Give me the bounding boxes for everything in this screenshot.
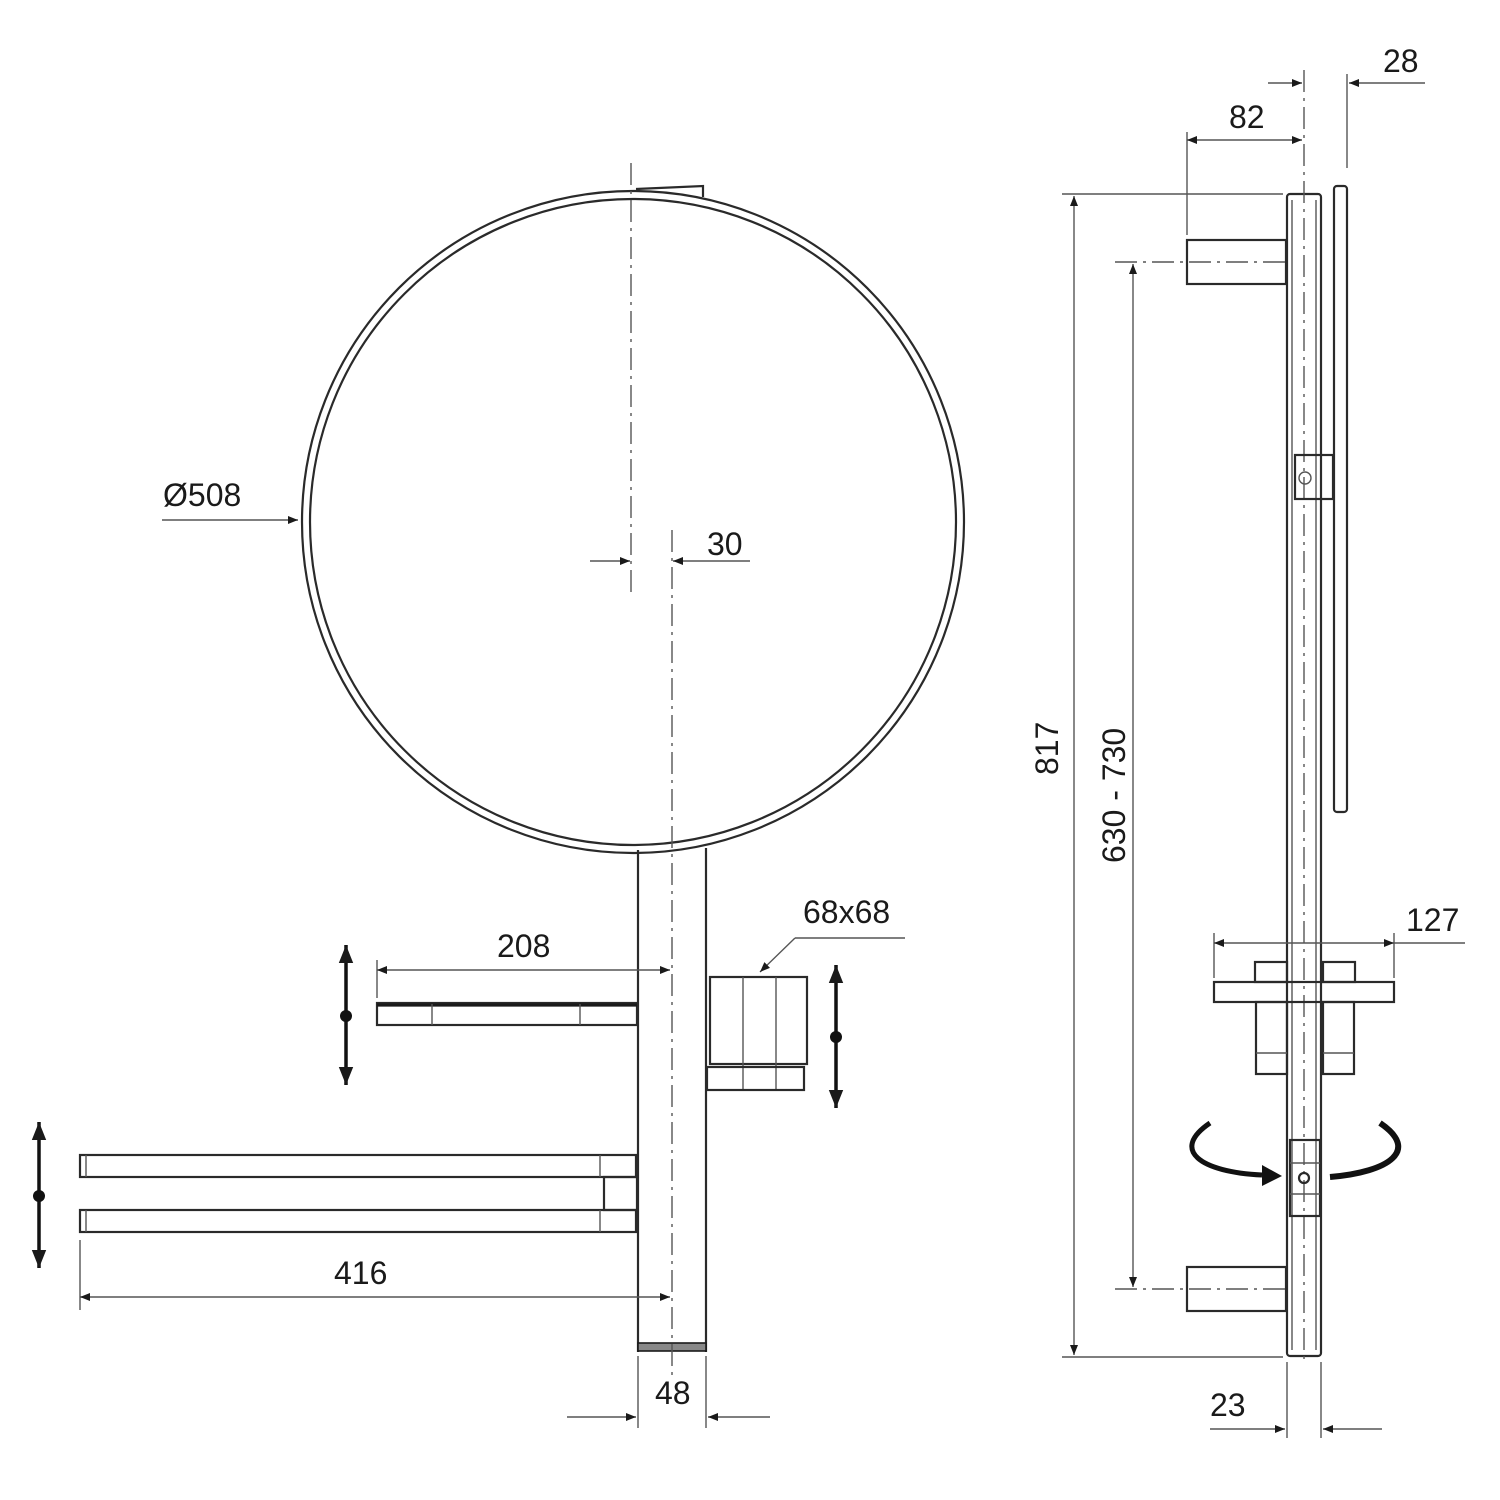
front-view: Ø508 30 208 — [31, 163, 966, 1428]
label-column-depth: 23 — [1210, 1387, 1246, 1423]
tumbler-adjust-arrow-icon — [828, 965, 844, 1108]
mirror-clamp — [1293, 453, 1335, 501]
round-mirror — [300, 184, 966, 855]
label-tumbler-size: 68x68 — [803, 894, 890, 930]
dim-mirror-offset: 30 — [590, 526, 750, 565]
bottom-wall-bracket — [1115, 1265, 1288, 1313]
dim-column-depth: 23 — [1210, 1362, 1382, 1438]
swivel-joint — [1288, 1138, 1322, 1218]
label-towel-rail-length: 416 — [334, 1255, 387, 1291]
label-total-height: 817 — [1029, 722, 1065, 775]
label-bracket-depth: 82 — [1229, 99, 1265, 135]
label-mirror-diameter: Ø508 — [163, 477, 241, 513]
label-mounting-range: 630 - 730 — [1096, 728, 1132, 863]
label-mirror-offset: 30 — [707, 526, 743, 562]
tumbler-holder — [705, 975, 809, 1092]
side-shelf — [1212, 960, 1396, 1076]
top-wall-bracket — [1115, 238, 1288, 286]
label-mirror-depth-offset: 28 — [1383, 43, 1419, 79]
dim-mirror-diameter: Ø508 — [162, 477, 298, 524]
dim-column-width: 48 — [567, 1356, 770, 1428]
shelf — [375, 1001, 639, 1027]
side-mirror — [1332, 184, 1349, 814]
dim-shelf-depth: 127 — [1213, 902, 1465, 978]
label-column-width: 48 — [655, 1375, 691, 1411]
dim-mirror-depth-offset: 28 — [1268, 43, 1425, 168]
rotation-arrows-icon — [1189, 1120, 1402, 1186]
dim-total-height: 817 — [1029, 193, 1283, 1358]
label-shelf-depth: 127 — [1406, 902, 1459, 938]
dim-towel-rail-length: 416 — [79, 1240, 670, 1310]
dim-mounting-range: 630 - 730 — [1096, 264, 1137, 1287]
shelf-adjust-arrow-icon — [338, 945, 354, 1085]
dim-shelf-length: 208 — [376, 928, 670, 998]
towel-rails — [78, 1153, 639, 1234]
dim-tumbler-size: 68x68 — [759, 894, 905, 973]
side-view: 28 82 817 630 - 730 127 — [1029, 43, 1465, 1438]
towel-rail-adjust-arrow-icon — [31, 1122, 47, 1268]
dim-bracket-depth: 82 — [1186, 99, 1302, 235]
label-shelf-length: 208 — [497, 928, 550, 964]
